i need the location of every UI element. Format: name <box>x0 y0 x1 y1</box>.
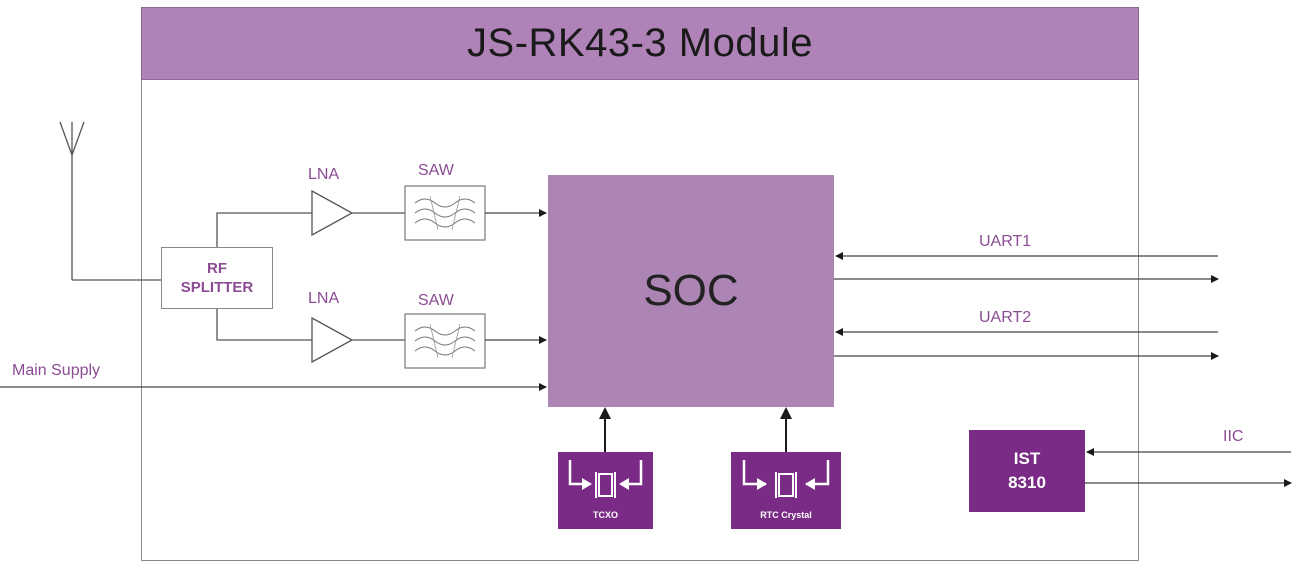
lna-lower-label: LNA <box>308 290 340 307</box>
soc-block <box>548 175 834 407</box>
ist-8310-label: IST 8310 <box>969 430 1085 512</box>
iic-label: IIC <box>1223 428 1244 445</box>
module-title: JS-RK43-3 Module <box>467 21 813 65</box>
ist-line1: IST <box>1013 449 1041 468</box>
saw-upper-label: SAW <box>418 162 454 179</box>
lna-upper-label: LNA <box>308 166 340 183</box>
saw-lower-label: SAW <box>418 292 454 309</box>
rtc-crystal-icon <box>731 452 841 529</box>
uart1-label: UART1 <box>979 233 1032 250</box>
lna-upper-amplifier-icon <box>311 189 354 237</box>
splitter-wires <box>216 212 405 341</box>
tcxo-crystal-icon <box>558 452 653 529</box>
rf-splitter-label: RF SPLITTER <box>161 247 273 309</box>
rf-splitter-block <box>161 247 273 309</box>
module-title-bar <box>141 7 1139 80</box>
rtc-crystal-label: RTC Crystal <box>760 510 812 520</box>
lna-lower-amplifier-icon <box>311 316 354 364</box>
tcxo-label: TCXO <box>592 510 618 520</box>
rf-splitter-line2: SPLITTER <box>180 279 254 296</box>
uart2-label: UART2 <box>979 309 1032 326</box>
saw-upper-filter-icon <box>404 185 486 241</box>
soc-label: SOC <box>643 266 739 315</box>
main-supply-label: Main Supply <box>12 362 101 379</box>
ist-chip-body <box>969 430 1085 512</box>
ist-line2: 8310 <box>1008 473 1046 492</box>
antenna-icon <box>59 121 161 281</box>
saw-lower-filter-icon <box>404 313 486 369</box>
rf-splitter-line1: RF <box>207 260 227 277</box>
